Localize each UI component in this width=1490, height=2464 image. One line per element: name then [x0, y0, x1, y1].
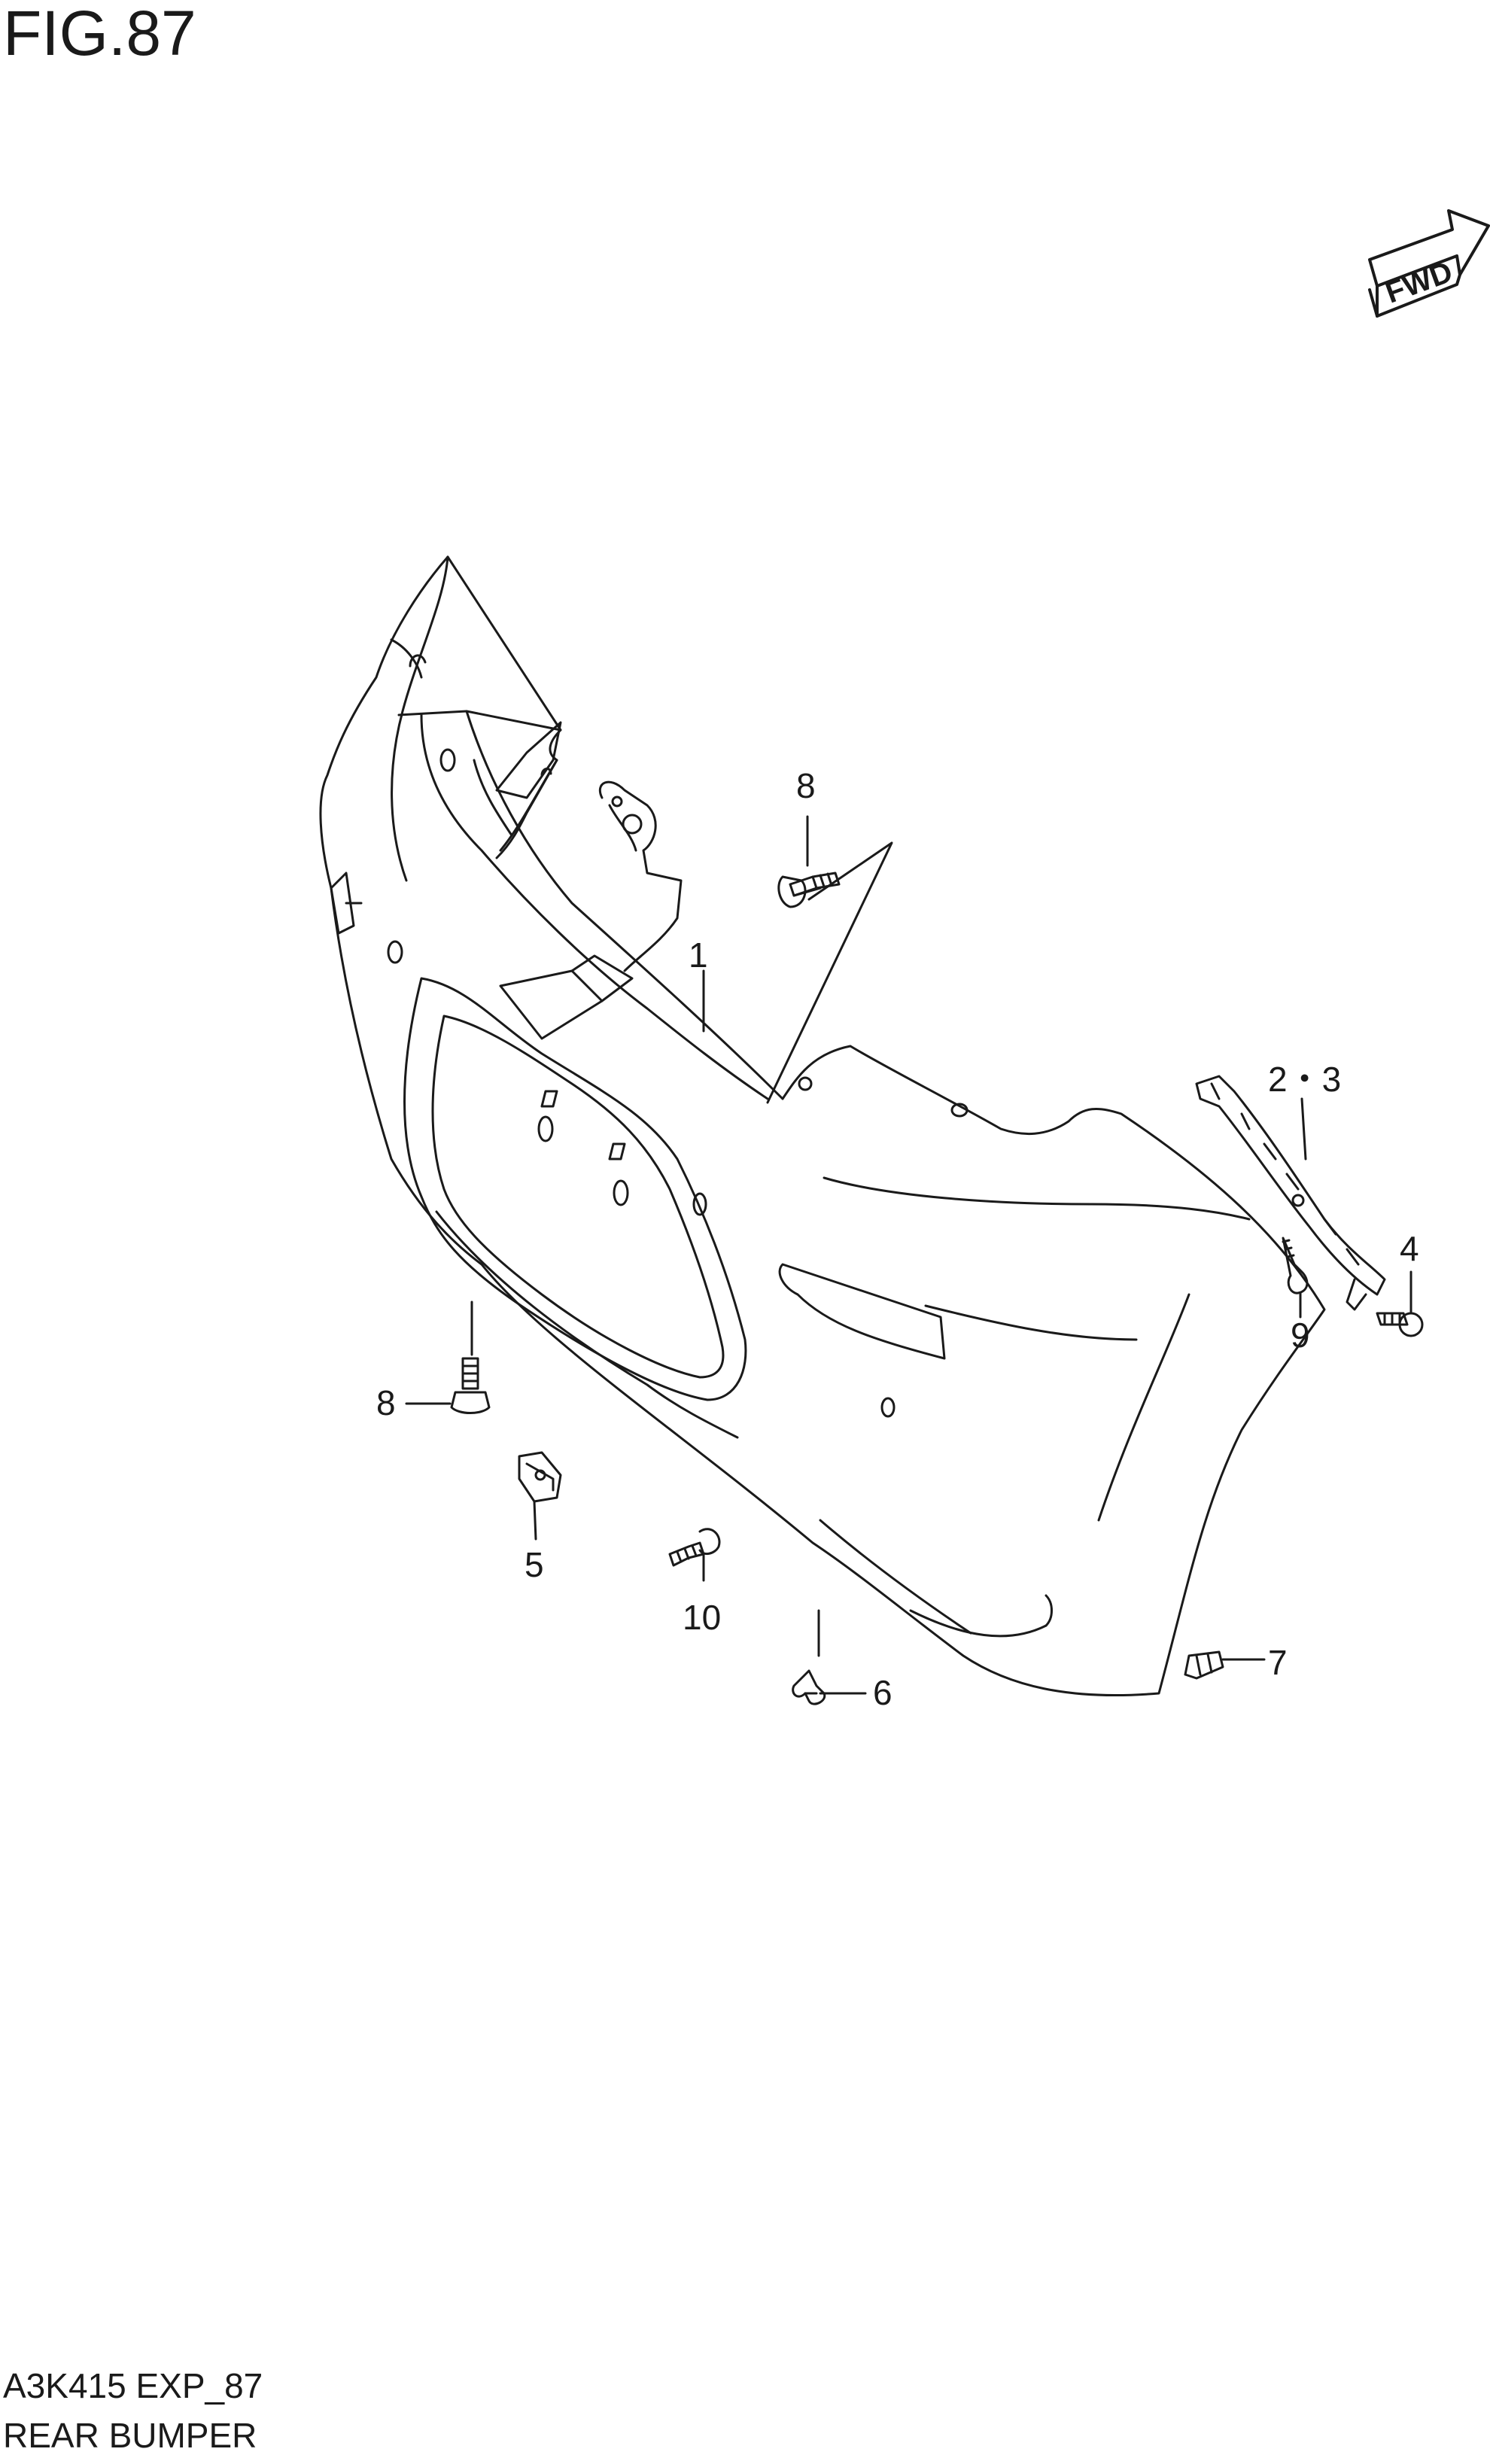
clip-nut-5 [518, 1451, 562, 1541]
callout-10: 10 [683, 1598, 721, 1637]
clip-7 [1184, 1650, 1266, 1680]
callout-2-3: 2・3 [1268, 1060, 1341, 1099]
callout-4: 4 [1400, 1229, 1419, 1268]
bracket-2-3 [1195, 1075, 1386, 1311]
callout-6: 6 [873, 1673, 892, 1712]
diagram-code: A3K415 EXP_87 [3, 2366, 263, 2405]
callout-1: 1 [689, 935, 708, 975]
rear-bumper-cover [319, 555, 1326, 1697]
figure-title: FIG.87 [3, 0, 196, 68]
callout-8-lower: 8 [376, 1383, 396, 1422]
bolt-8-upper [766, 841, 893, 1104]
clip-6 [792, 1609, 867, 1705]
callout-5: 5 [525, 1545, 544, 1584]
screw-4 [1376, 1270, 1424, 1337]
callout-9: 9 [1291, 1316, 1310, 1355]
diagram-name: REAR BUMPER [3, 2416, 257, 2455]
callout-8-upper: 8 [796, 766, 816, 805]
fwd-arrow-icon [1368, 209, 1490, 318]
screw-10 [668, 1528, 721, 1582]
callout-7: 7 [1268, 1643, 1288, 1682]
screw-9 [1282, 1237, 1309, 1319]
bolt-8-lower [405, 1300, 491, 1414]
